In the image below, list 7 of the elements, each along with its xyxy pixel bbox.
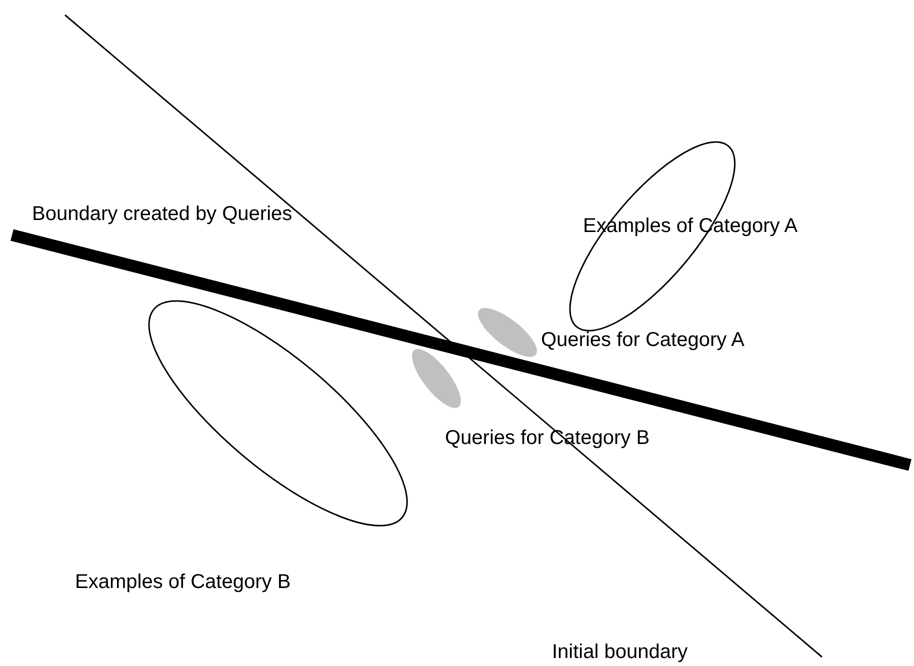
region-caption: Queries for Category A xyxy=(541,328,744,352)
category-region-ellipse xyxy=(148,300,408,526)
boundary-label: Initial boundary xyxy=(552,640,688,664)
query-cluster-ellipse xyxy=(412,348,460,408)
boundary-label: Boundary created by Queries xyxy=(32,202,292,226)
query-cluster-ellipse xyxy=(478,308,536,356)
region-caption: Examples of Category B xyxy=(75,570,291,594)
